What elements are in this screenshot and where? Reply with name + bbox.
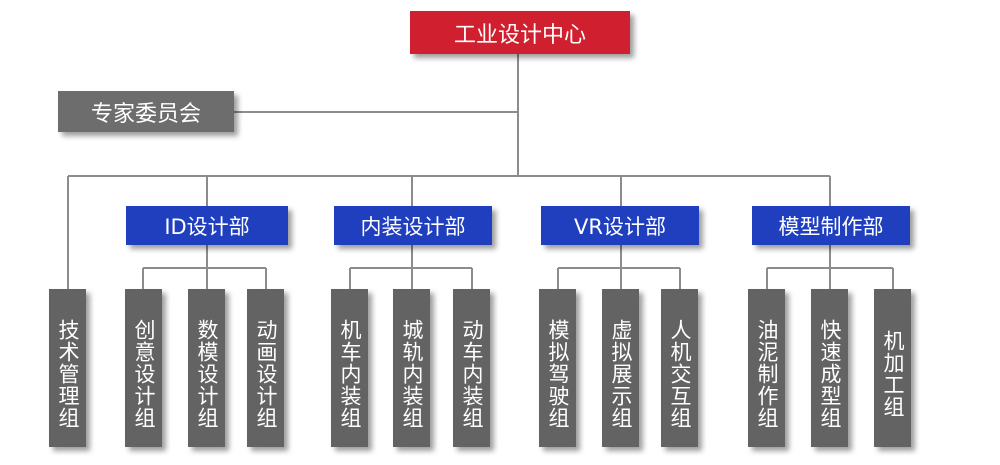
- tech-management-group-node: 技术管理组: [49, 289, 86, 447]
- group-node: 机车内装组: [331, 289, 368, 447]
- department-label: ID设计部: [164, 214, 250, 239]
- group-node: 机加工组: [874, 289, 911, 447]
- group-node: 数模设计组: [188, 289, 225, 447]
- department-node-vr-design: VR设计部: [541, 206, 699, 245]
- industrial-design-center-node: 工业设计中心: [410, 11, 630, 54]
- group-label: 机加工组: [881, 330, 905, 418]
- committee-label: 专家委员会: [90, 101, 201, 127]
- group-node: 快速成型组: [811, 289, 848, 447]
- group-label: 模拟驾驶组: [546, 319, 570, 429]
- group-node: 动车内装组: [453, 289, 490, 447]
- department-node-model-making: 模型制作部: [752, 206, 910, 245]
- group-label: 动画设计组: [254, 319, 278, 429]
- group-label: 数模设计组: [195, 319, 219, 429]
- group-node: 城轨内装组: [393, 289, 430, 447]
- department-label: VR设计部: [574, 214, 666, 239]
- group-node: 创意设计组: [125, 289, 162, 447]
- department-node-interior-design: 内装设计部: [334, 206, 492, 245]
- group-label: 城轨内装组: [400, 319, 424, 429]
- department-label: 内装设计部: [360, 214, 466, 239]
- department-label: 模型制作部: [778, 214, 884, 239]
- group-label: 动车内装组: [460, 319, 484, 429]
- group-label: 机车内装组: [338, 319, 362, 429]
- group-label: 油泥制作组: [755, 319, 779, 429]
- group-node: 虚拟展示组: [602, 289, 639, 447]
- group-label: 虚拟展示组: [609, 319, 633, 429]
- group-node: 模拟驾驶组: [539, 289, 576, 447]
- group-label: 创意设计组: [132, 319, 156, 429]
- group-node: 油泥制作组: [748, 289, 785, 447]
- department-node-id-design: ID设计部: [126, 206, 288, 245]
- group-label: 人机交互组: [668, 319, 692, 429]
- tech-group-label: 技术管理组: [56, 319, 80, 429]
- center-label: 工业设计中心: [453, 22, 586, 48]
- expert-committee-node: 专家委员会: [58, 91, 234, 132]
- group-node: 人机交互组: [661, 289, 698, 447]
- group-label: 快速成型组: [818, 319, 842, 429]
- group-node: 动画设计组: [247, 289, 284, 447]
